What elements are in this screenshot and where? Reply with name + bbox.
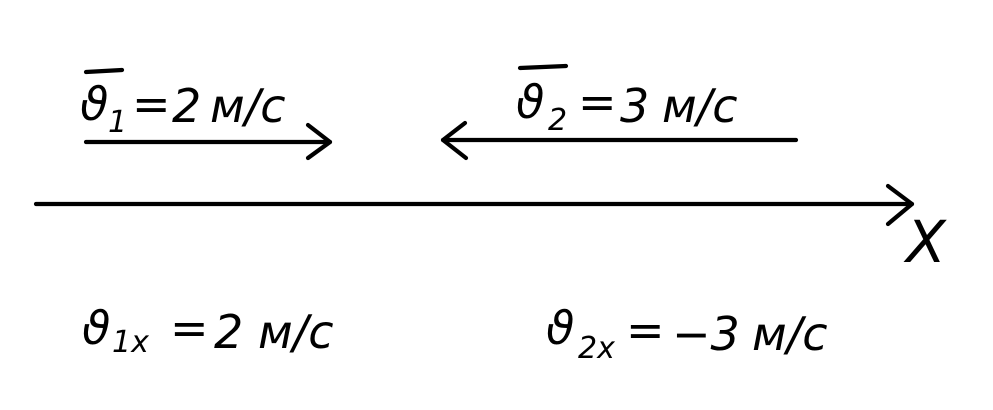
- projection-2-value: −3: [672, 307, 740, 361]
- vector-1-unit: м/с: [210, 79, 286, 133]
- vector-2-overbar: [517, 63, 569, 71]
- projection-1-equals: =: [170, 301, 209, 355]
- vector-2-unit: м/с: [662, 79, 738, 133]
- vector-2-equals: =: [578, 75, 617, 129]
- projection-1-subscript: 1x: [112, 325, 149, 360]
- projection-1-value: 2: [214, 305, 243, 359]
- vector-2-symbol: ϑ: [516, 75, 544, 129]
- vector-1-subscript: 1: [108, 105, 127, 140]
- vector-1-value: 2: [172, 79, 201, 133]
- projection-2-subscript: 2x: [578, 331, 615, 366]
- vector-2-subscript: 2: [548, 103, 567, 138]
- vector-1-equals: =: [132, 77, 171, 131]
- vector-2-arrow: [440, 120, 799, 161]
- vector-2-label: ϑ 2 = 3 м/с: [516, 63, 738, 138]
- vector-1-label: ϑ 1 = 2 м/с: [80, 67, 286, 140]
- projection-1-unit: м/с: [258, 305, 334, 359]
- projection-2-equals: =: [626, 303, 665, 357]
- x-axis: [33, 183, 915, 227]
- projection-2: ϑ 2x = −3 м/с: [546, 301, 828, 366]
- x-axis-label: X: [903, 208, 947, 276]
- projection-1: ϑ 1x = 2 м/с: [82, 301, 334, 360]
- vector-1-symbol: ϑ: [80, 77, 108, 131]
- projection-2-symbol: ϑ: [546, 301, 574, 355]
- projection-1-symbol: ϑ: [82, 301, 110, 355]
- projection-2-unit: м/с: [752, 307, 828, 361]
- vector-1-arrow: [83, 122, 333, 161]
- vector-2-value: 3: [620, 79, 649, 133]
- vector-1-overbar: [83, 67, 125, 75]
